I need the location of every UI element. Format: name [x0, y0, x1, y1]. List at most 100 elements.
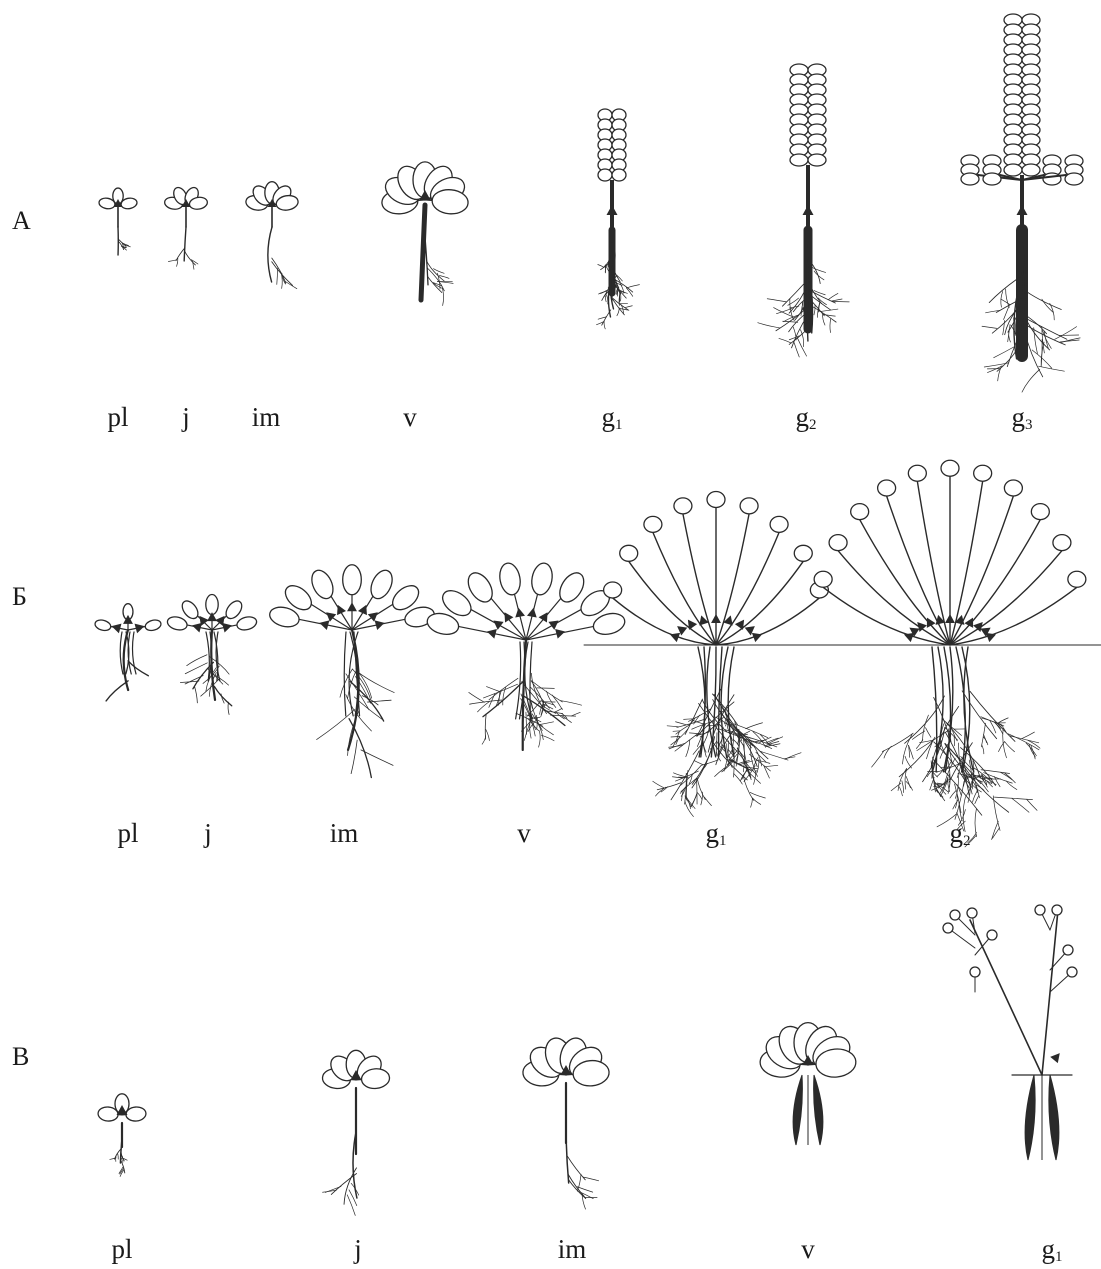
plant-row-v-pl	[97, 1094, 146, 1177]
root	[277, 268, 278, 284]
root	[962, 691, 997, 739]
root	[214, 687, 231, 706]
flower-stalk	[860, 520, 950, 645]
flower	[1022, 164, 1040, 176]
root	[905, 756, 912, 768]
flower-head	[644, 516, 662, 532]
root	[882, 733, 913, 751]
root	[814, 291, 825, 295]
flower-stalk	[950, 587, 1077, 645]
root	[746, 723, 763, 729]
root	[351, 740, 357, 774]
flower	[808, 154, 826, 166]
bud-arrow	[192, 623, 202, 633]
root	[598, 264, 604, 267]
flower-head	[674, 498, 692, 514]
root	[992, 821, 999, 839]
root	[607, 295, 608, 304]
flower-head	[740, 498, 758, 514]
root	[797, 337, 807, 356]
root	[347, 1195, 355, 1216]
flower	[1052, 905, 1062, 915]
plant-row-b-g1	[584, 492, 848, 817]
stage-label-im: im	[558, 1234, 587, 1266]
plant-row-v-v	[759, 1021, 857, 1145]
root	[828, 293, 838, 299]
root	[176, 248, 185, 261]
plant-row-a-g2	[758, 64, 849, 357]
root	[567, 1156, 585, 1179]
root	[1001, 299, 1010, 305]
root-tuber	[1025, 1075, 1035, 1160]
root	[820, 309, 838, 312]
root	[128, 632, 131, 674]
flower-head	[1004, 480, 1022, 496]
root	[1029, 745, 1035, 757]
bud-arrow	[539, 612, 548, 622]
root	[526, 712, 527, 734]
root	[884, 746, 891, 758]
root	[486, 730, 490, 741]
root	[1022, 732, 1035, 739]
root	[750, 792, 765, 798]
bud-arrow	[487, 629, 497, 639]
row-label-b: Б	[12, 582, 27, 612]
root	[758, 323, 780, 328]
root	[1009, 330, 1011, 342]
root	[661, 787, 668, 792]
flower	[970, 967, 980, 977]
flower	[967, 908, 977, 918]
flower	[1004, 164, 1022, 176]
leaf-blade	[343, 565, 362, 595]
bud-arrow	[711, 614, 721, 623]
root	[673, 773, 685, 777]
root	[1022, 369, 1040, 392]
flower-head	[770, 516, 788, 532]
root	[562, 716, 572, 723]
leaf-blade	[94, 618, 112, 632]
flower	[612, 169, 626, 181]
root	[676, 722, 687, 725]
bud-arrow	[688, 620, 697, 630]
root	[123, 1158, 124, 1162]
root	[268, 227, 272, 282]
root	[583, 1177, 598, 1181]
stage-label-v: v	[403, 402, 417, 434]
plant-row-v-g1	[943, 905, 1077, 1160]
root	[185, 676, 203, 684]
root	[485, 714, 486, 739]
root	[779, 338, 791, 343]
root	[317, 709, 355, 739]
root	[655, 787, 665, 796]
stage-label-g1: g1	[1042, 1234, 1063, 1266]
root	[675, 733, 699, 751]
root	[566, 1123, 569, 1183]
root	[206, 632, 209, 681]
bud-arrow	[326, 612, 336, 622]
leaf-blade	[144, 618, 162, 632]
leaf-blade	[206, 595, 218, 615]
root	[983, 737, 988, 745]
bud-arrow	[548, 621, 558, 630]
root	[902, 781, 904, 793]
flower-head	[620, 545, 638, 561]
root	[106, 681, 128, 701]
root	[211, 630, 215, 700]
root-tuber	[814, 1075, 823, 1145]
root	[1005, 742, 1015, 752]
root	[571, 712, 580, 716]
root	[715, 768, 725, 776]
root	[694, 761, 703, 765]
row-label-v: В	[12, 1042, 29, 1072]
flower	[598, 169, 612, 181]
bud-arrow	[515, 608, 525, 618]
flower-head	[1068, 571, 1086, 587]
root	[751, 798, 753, 807]
stage-label-g3: g3	[1012, 402, 1033, 434]
root	[361, 750, 393, 765]
root	[697, 778, 705, 800]
plant-row-a	[98, 188, 138, 255]
bud-arrow	[135, 624, 145, 634]
plant-row-b-j	[166, 595, 258, 715]
stage-label-v: v	[517, 818, 531, 850]
